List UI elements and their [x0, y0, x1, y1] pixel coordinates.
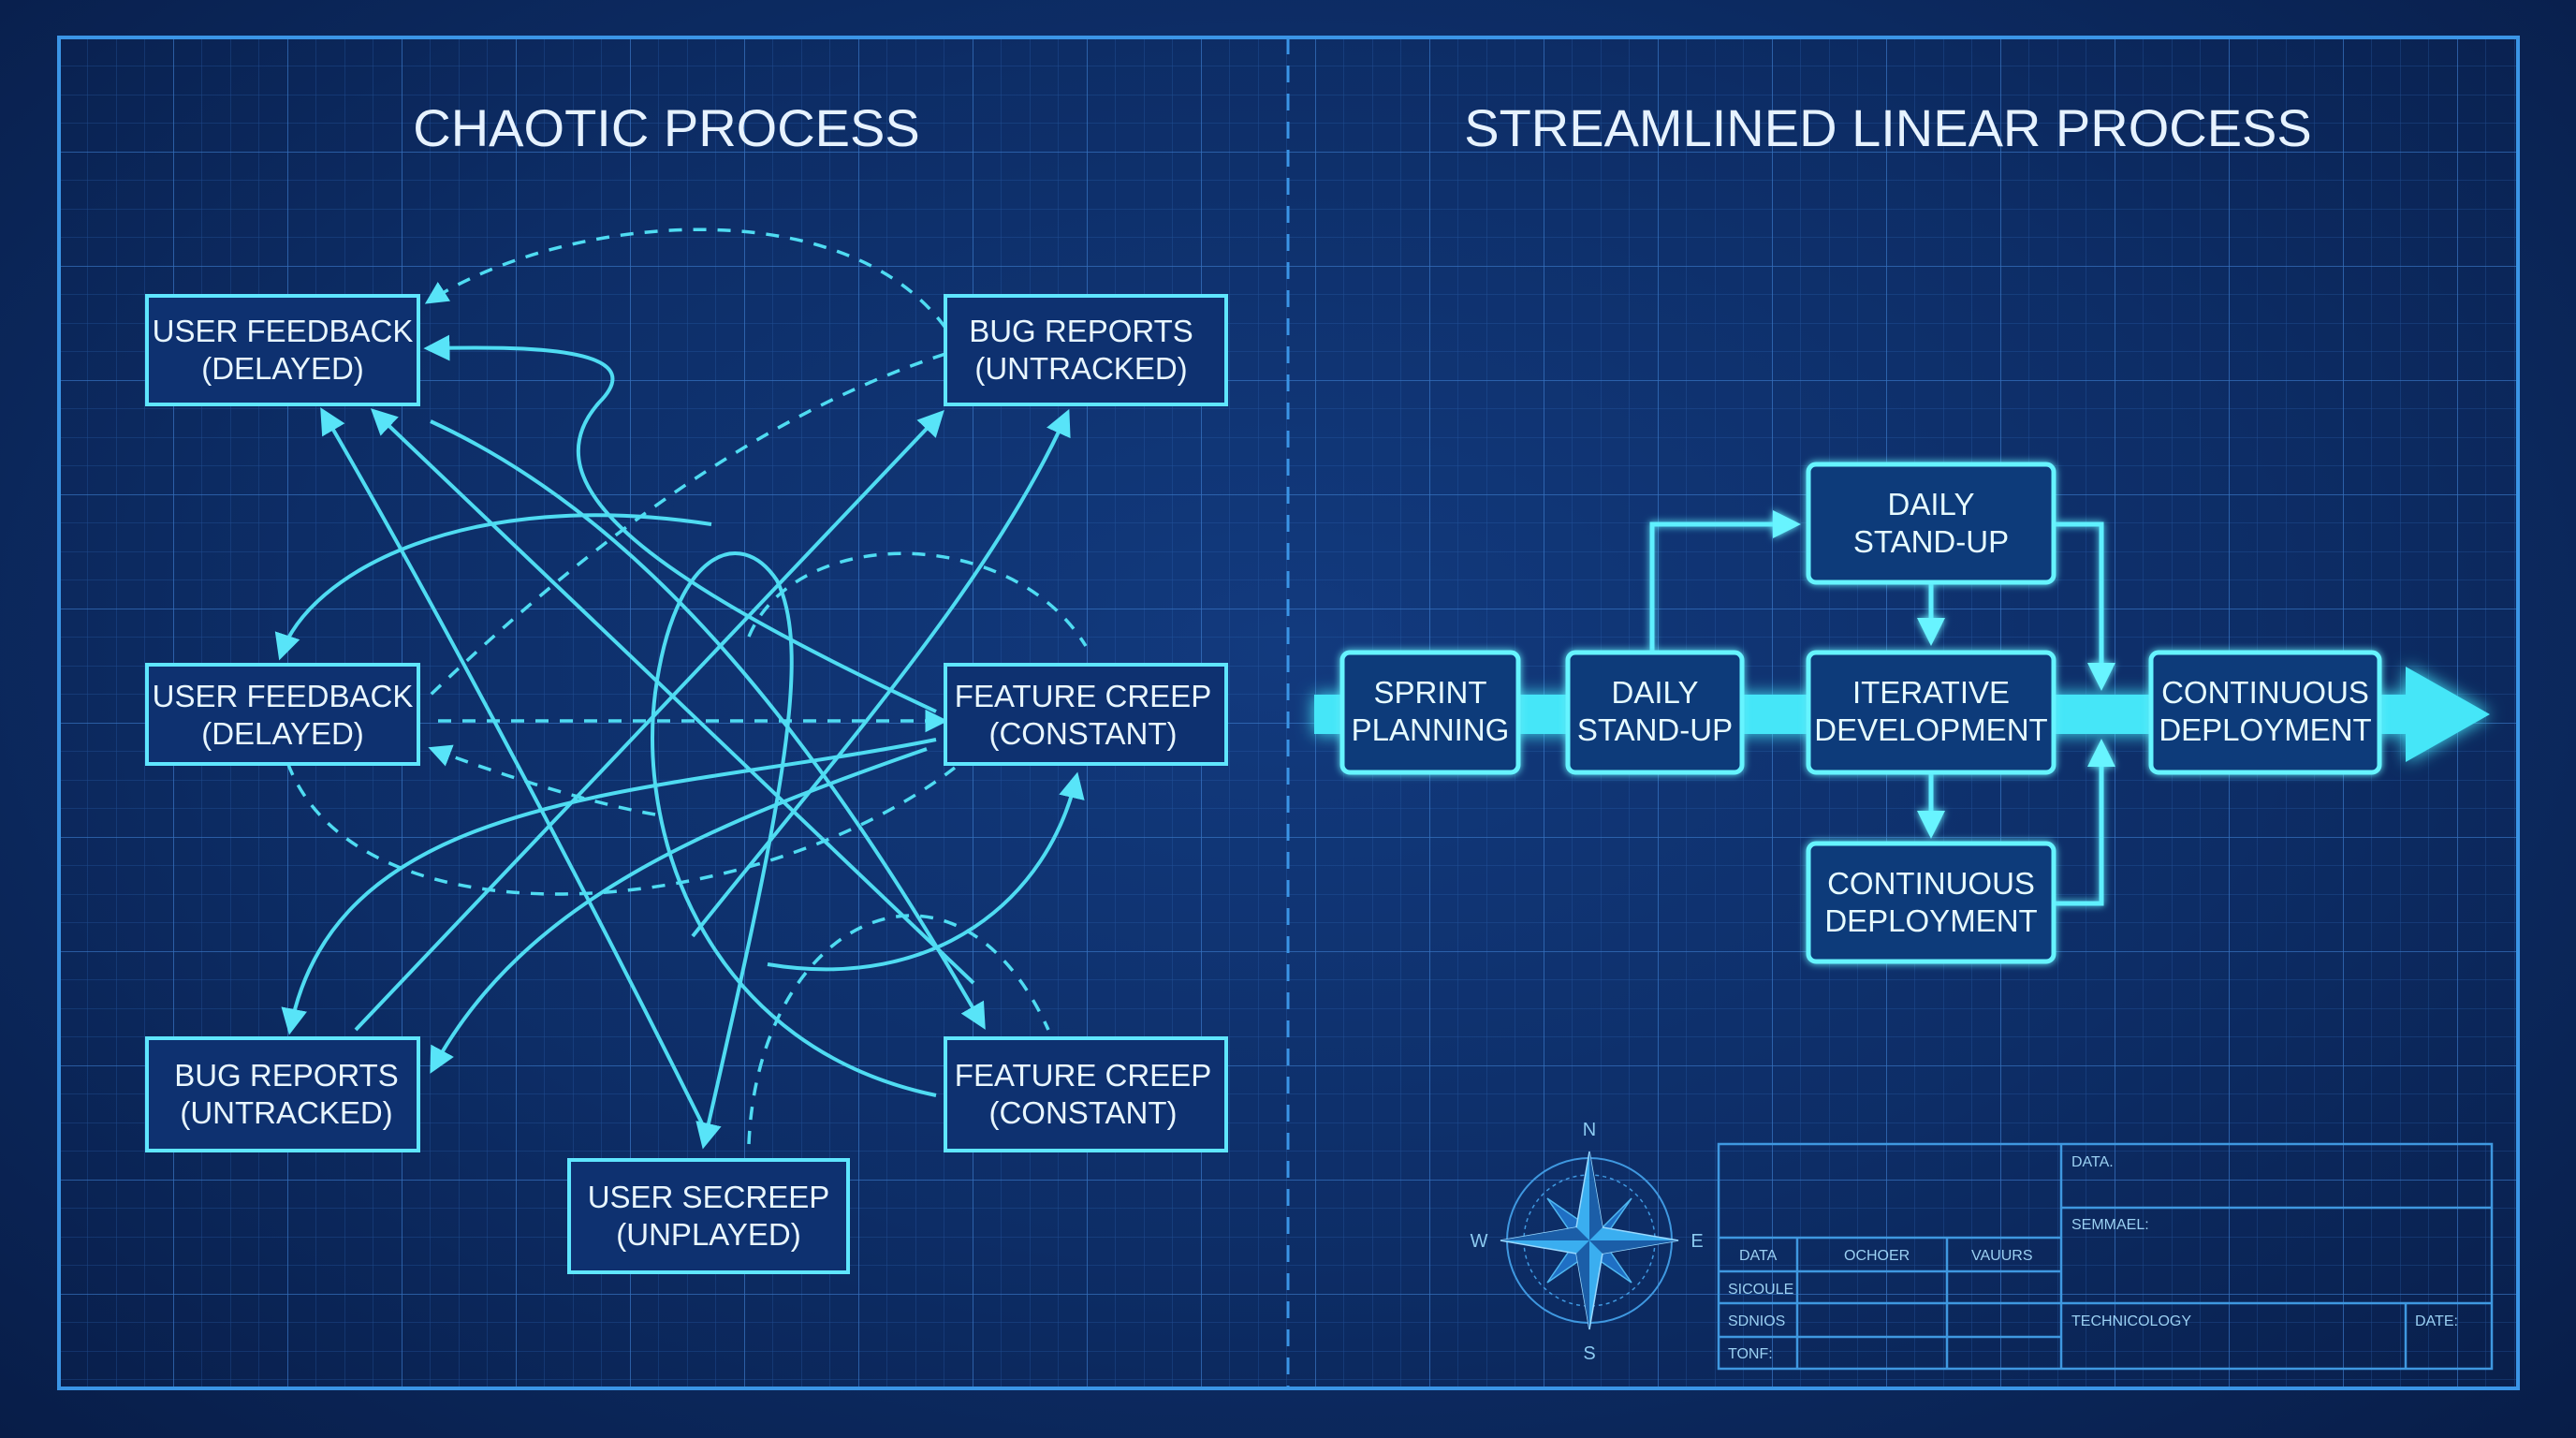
chaotic-connectors [274, 227, 1088, 1150]
chaos-box-label-2: BUG REPORTS [969, 314, 1193, 348]
node-sublabel-deploy-bottom: DEPLOYMENT [1824, 903, 2037, 938]
compass-label-s: S [1583, 1343, 1595, 1364]
chaos-dashed-arc-top [424, 227, 947, 330]
linear-connectors [1649, 510, 2115, 906]
chaos-box-sublabel-2: (UNTRACKED) [974, 351, 1187, 386]
compass-label-w: W [1471, 1231, 1488, 1252]
chaos-box-bug-reports-top: BUG REPORTS (UNTRACKED) [944, 294, 1228, 406]
title-block-col-2: OCHOER [1844, 1248, 1910, 1264]
node-label-deploy-bottom: CONTINUOUS [1827, 866, 2035, 901]
chaos-line-diag-d [430, 419, 986, 1030]
node-sublabel-standup-main: STAND-UP [1577, 712, 1733, 747]
chaos-line-diag-a [370, 408, 975, 985]
linear-node-daily-standup-top: DAILY STAND-UP [1806, 462, 2056, 585]
chaos-box-label-3: USER FEEDBACK [153, 679, 414, 713]
chaos-dashed-arc-bug-to-feedback [427, 352, 946, 698]
chaos-box-label-1: USER FEEDBACK [153, 314, 414, 348]
chaos-curve-loop-top [423, 334, 937, 713]
chaos-line-diag-c [354, 409, 944, 1032]
linear-node-continuous-deployment-final: CONTINUOUS DEPLOYMENT [2148, 650, 2382, 775]
connector-standup-to-top-standup [1649, 510, 1801, 653]
compass-rose: N E S W [1471, 1120, 1704, 1364]
chaos-curve-big-loop [651, 551, 937, 1150]
connector-bottom-deploy-to-merge [2056, 739, 2115, 906]
chaos-line-diag-b [320, 407, 704, 1124]
chaos-dashed-return [428, 744, 656, 816]
chaos-curve-to-feedback-mid [274, 513, 712, 661]
connector-top-standup-to-merge [2056, 521, 2115, 691]
chaos-box-sublabel-4: (CONSTANT) [988, 716, 1177, 751]
chaos-box-label-6: FEATURE CREEP [955, 1058, 1211, 1093]
node-label-deploy-final: CONTINUOUS [2161, 675, 2369, 710]
node-sublabel-deploy-final: DEPLOYMENT [2159, 712, 2371, 747]
node-sublabel-standup-top: STAND-UP [1853, 524, 2009, 559]
chaos-curve-feature-right [767, 771, 1085, 972]
title-block-semmael: SEMMAEL: [2071, 1217, 2149, 1233]
chaos-box-sublabel-3: (DELAYED) [201, 716, 364, 751]
node-label-standup-main: DAILY [1612, 675, 1699, 710]
chaos-box-sublabel-5: (UNTRACKED) [180, 1095, 392, 1130]
title-block-row-2: SDNIOS [1728, 1313, 1785, 1329]
title-block-col-3: VAUURS [1971, 1248, 2033, 1264]
node-sublabel-iterative: DEVELOPMENT [1814, 712, 2047, 747]
node-label-sprint: SPRINT [1373, 675, 1486, 710]
chaos-box-label-7: USER SECREEP [588, 1180, 830, 1214]
chaos-box-user-feedback-top: USER FEEDBACK (DELAYED) [145, 294, 420, 406]
chaos-dashed-lower-arc [279, 739, 957, 896]
title-block-col-1: DATA [1739, 1248, 1778, 1264]
chaos-box-feature-creep-mid: FEATURE CREEP (CONSTANT) [944, 663, 1228, 766]
chaos-box-sublabel-1: (DELAYED) [201, 351, 364, 386]
chaos-box-label-5: BUG REPORTS [174, 1058, 399, 1093]
chaos-box-user-feedback-mid: USER FEEDBACK (DELAYED) [145, 663, 420, 766]
chaos-box-sublabel-6: (CONSTANT) [988, 1095, 1177, 1130]
title-block-data: DATA. [2071, 1154, 2114, 1170]
node-label-standup-top: DAILY [1888, 487, 1975, 521]
chaotic-boxes: USER FEEDBACK (DELAYED) BUG REPORTS (UNT… [145, 294, 1228, 1274]
compass-label-n: N [1583, 1120, 1596, 1140]
right-panel-title: STREAMLINED LINEAR PROCESS [1464, 98, 2312, 157]
title-block-row-3: TONF: [1728, 1346, 1773, 1362]
linear-node-continuous-deployment-bottom: CONTINUOUS DEPLOYMENT [1806, 841, 2056, 964]
chaos-dashed-loop-mid [747, 551, 1088, 647]
chaos-box-label-4: FEATURE CREEP [955, 679, 1211, 713]
node-label-iterative: ITERATIVE [1852, 675, 2010, 710]
node-sublabel-sprint: PLANNING [1352, 712, 1510, 747]
linear-process: SPRINT PLANNING DAILY STAND-UP DAILY STA… [1314, 462, 2490, 964]
chaos-box-bug-reports-bottom: BUG REPORTS (UNTRACKED) [145, 1036, 420, 1152]
chaos-box-feature-creep-bottom: FEATURE CREEP (CONSTANT) [944, 1036, 1228, 1152]
left-panel-title: CHAOTIC PROCESS [413, 98, 919, 157]
chaos-line-to-bug-bottom [430, 747, 928, 1074]
title-block-row-1: SICOULE [1728, 1282, 1793, 1298]
compass-label-e: E [1690, 1231, 1703, 1252]
title-block: DATA. SEMMAEL: DATA OCHOER VAUURS SICOUL… [1717, 1142, 2494, 1371]
chaos-box-sublabel-7: (UNPLAYED) [616, 1217, 800, 1252]
linear-node-daily-standup-main: DAILY STAND-UP [1565, 650, 1745, 775]
linear-node-sprint-planning: SPRINT PLANNING [1339, 650, 1521, 775]
title-block-technicology: TECHNICOLOGY [2071, 1313, 2191, 1329]
chaos-box-user-secreep: USER SECREEP (UNPLAYED) [567, 1158, 850, 1274]
linear-node-iterative-development: ITERATIVE DEVELOPMENT [1806, 650, 2056, 775]
chaos-curve-bug-top [691, 408, 1071, 938]
title-block-date: DATE: [2415, 1313, 2458, 1329]
